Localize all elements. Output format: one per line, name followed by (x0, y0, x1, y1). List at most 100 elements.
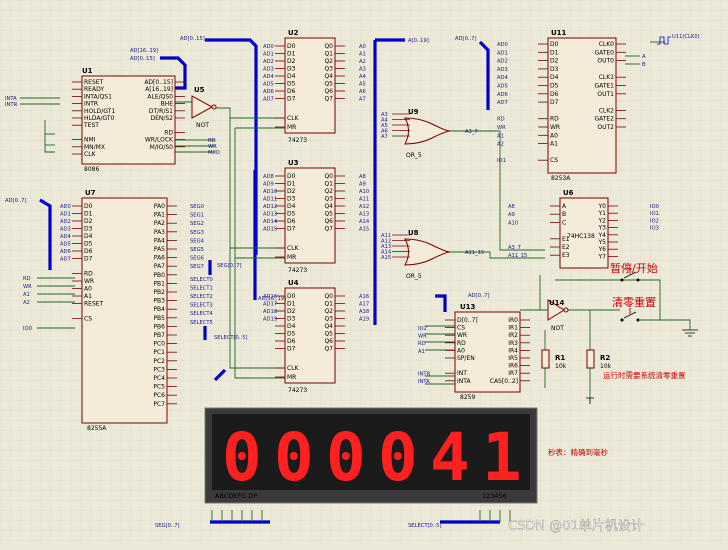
chip-u11[interactable]: U11 8253A D0D1D2D3D4D5D6D7RDWRA0A1CSCLK0… (497, 29, 626, 182)
u7-out-0-label: PA0 (154, 203, 165, 210)
u7-out-4-label: PA4 (154, 237, 165, 244)
resistor-r1[interactable]: R1 10k (541, 349, 567, 370)
chip-u2-ref: U2 (288, 29, 299, 37)
net-u7-a1: A1 (23, 292, 30, 298)
u4-out-6-label: Q6 (324, 338, 333, 345)
u11-in-net-0: AD0 (497, 42, 508, 48)
chip-u13-ref: U13 (460, 303, 476, 311)
chip-u6[interactable]: U6 74HC138 ABCE1E2E3Y0Y1Y2Y3Y4Y5Y6Y7A8A9… (508, 189, 659, 269)
u3-ctrl-in-0-label: CLK (287, 245, 300, 252)
u7-out-3-label: PA3 (154, 229, 165, 236)
u1-in-0-label: RESET (84, 79, 104, 86)
chip-u11-part: 8253A (551, 175, 571, 182)
pause-start-switch[interactable] (620, 268, 640, 282)
bus-lines (39, 38, 500, 524)
chip-u1[interactable]: U1 8086 RESETREADYINTA/QS1INTRHOLD/GT1HL… (72, 67, 185, 173)
net-intR: INTR (5, 102, 18, 108)
u7-out-16-label: PC0 (153, 341, 165, 348)
u7-out-23-label: PC7 (153, 401, 165, 408)
resistor-r1-value: 10k (555, 363, 567, 370)
u9-in-net-0: A3 (381, 112, 388, 118)
u7-ad-net-6: AD6 (60, 249, 71, 255)
u13-in-1-label: CS (457, 325, 465, 332)
net-u7-a2: A2 (23, 300, 30, 306)
net-u1-rd: RD (208, 138, 216, 144)
u2-out-2-label: Q2 (324, 58, 333, 65)
u7-in-2-label: D2 (84, 218, 93, 225)
chip-u11-pins: D0D1D2D3D4D5D6D7RDWRA0A1CSCLK0GATE0OUT0C… (497, 41, 626, 164)
u7-in-0-label: D0 (84, 203, 93, 210)
display-select-label: 123456 (482, 492, 507, 500)
u13-in-2-label: WR (457, 332, 467, 339)
seconds-note-label: 秒表：精确到毫秒 (548, 447, 608, 457)
chip-u13-pins: D[0..7]CSWRRDA0SP/ENINTINTAIR0IR1IR2IR3I… (418, 317, 530, 385)
u3-in-3-label: D3 (287, 196, 296, 203)
u13-out-2-label: IR2 (508, 332, 518, 339)
u7-out-2-label: PA2 (154, 220, 165, 227)
chip-u7[interactable]: U7 8255A D0D1D2D3D4D5D6D7RDWRA0A1RESETCS… (60, 189, 214, 432)
u7-in-1-label: D1 (84, 211, 93, 218)
u13-in-net-2: RD (418, 341, 426, 347)
u7-in-3-label: D3 (84, 226, 93, 233)
chip-u11-ref: U11 (551, 29, 567, 37)
clear-note-label: 运行时需要系统清零重置 (603, 370, 686, 380)
u7-in-9-label: RD (84, 271, 93, 278)
u6-in-net-5: A3_7 (508, 245, 521, 251)
u3-out-net-2: A10 (359, 189, 369, 195)
u6-in-0-label: A (562, 203, 567, 210)
u4-in-6-label: D6 (287, 338, 296, 345)
u13-out-7-label: IR7 (508, 370, 518, 377)
chip-u4[interactable]: U4 74273 D0D1D2D3D4D5D6D7Q0Q1Q2Q3Q4Q5Q6Q… (263, 279, 369, 394)
gate-u5[interactable]: U5 NOT (191, 86, 217, 129)
u13-in-3-label: RD (457, 340, 466, 347)
u3-ctrl-in-1-label: MR (287, 254, 296, 261)
u4-in-4-label: D4 (287, 323, 296, 330)
u6-out-net-0: IO0 (650, 204, 659, 210)
u7-select-net-2: SELECT2 (190, 294, 213, 300)
u6-out-net-1: IO1 (650, 211, 659, 217)
u1-in-3-label: INTR (84, 101, 98, 108)
u1-out-3-label: BHE (161, 101, 174, 108)
net-u7-rd: RD (23, 276, 31, 282)
u1-in-10-label: CLK (84, 151, 97, 158)
u4-out-4-label: Q4 (324, 323, 333, 330)
u11-in-net-10: WR (497, 125, 506, 131)
chip-u3[interactable]: U3 74273 D0D1D2D3D4D5D6D7Q0Q1Q2Q3Q4Q5Q6Q… (263, 159, 370, 274)
u11-in-10-label: WR (550, 124, 560, 131)
u7-seg-net-3: SEG3 (190, 230, 204, 236)
u4-in-net-3: AD19 (263, 317, 277, 323)
u2-in-net-4: AD4 (263, 74, 275, 80)
u7-seg-net-5: SEG5 (190, 247, 204, 253)
clear-reset-switch[interactable] (620, 308, 640, 322)
u7-in-11-label: A0 (84, 286, 92, 293)
u6-in-5-label: E2 (562, 244, 570, 251)
u3-in-4-label: D4 (287, 203, 296, 210)
u13-in-net-6: INTR (418, 372, 431, 378)
resistor-r2[interactable]: R2 10k (586, 349, 612, 370)
u7-select-net-4: SELECT4 (190, 311, 214, 317)
u3-out-5-label: Q5 (324, 211, 333, 218)
u13-out-4-label: IR4 (508, 347, 518, 354)
chip-u13[interactable]: U13 8259 D[0..7]CSWRRDA0SP/ENINTINTAIR0I… (418, 303, 530, 401)
u13-in-net-0: IO2 (418, 326, 427, 332)
net-out-b: B (642, 62, 646, 68)
net-u7-io0: IO0 (23, 326, 32, 332)
u2-in-1-label: D1 (287, 51, 296, 58)
net-a-bus-top: A[0..19] (408, 38, 429, 44)
u7-out-8-label: PB0 (153, 272, 165, 279)
u11-out-1-label: GATE0 (594, 49, 614, 56)
u7-in-4-label: D4 (84, 233, 93, 240)
u7-out-13-label: PB5 (153, 315, 165, 322)
u11-in-1-label: D1 (550, 49, 559, 56)
chip-u6-ref: U6 (563, 189, 574, 197)
chip-u2[interactable]: U2 74273 D0D1D2D3D4D5D6D7Q0Q1Q2Q3Q4Q5Q6Q… (263, 29, 367, 144)
u11-in-14-label: CS (550, 157, 558, 164)
gate-u5-ref: U5 (194, 86, 205, 94)
gate-u14[interactable]: U14 NOT (547, 299, 569, 332)
chip-u1-part: 8086 (84, 166, 99, 173)
u9-in-net-1: A4 (381, 118, 389, 124)
